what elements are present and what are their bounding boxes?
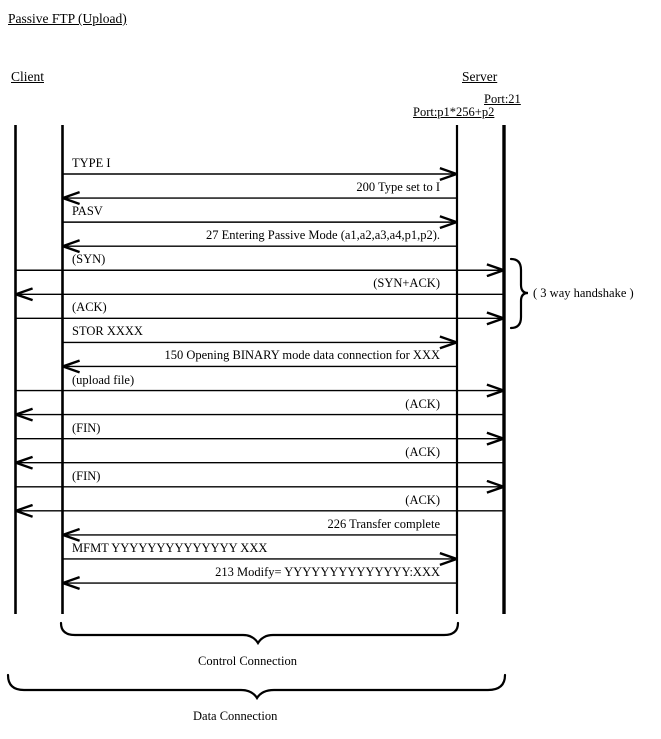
server-control-port-label: Port:21 <box>484 92 521 106</box>
message-label: 200 Type set to I <box>356 180 440 195</box>
message-label: STOR XXXX <box>72 324 143 339</box>
message-label: (ACK) <box>72 300 107 315</box>
message-label: (ACK) <box>405 444 440 459</box>
message-arrows <box>17 174 504 583</box>
message-label: 213 Modify= YYYYYYYYYYYYYY:XXX <box>215 565 440 580</box>
message-label: (SYN) <box>72 252 106 267</box>
message-label: (upload file) <box>72 372 135 387</box>
handshake-annotation: ( 3 way handshake ) <box>533 286 634 300</box>
message-label: 27 Entering Passive Mode (a1,a2,a3,a4,p1… <box>206 228 440 243</box>
message-label: MFMT YYYYYYYYYYYYYY XXX <box>72 540 268 555</box>
server-data-port-label: Port:p1*256+p2 <box>413 105 495 119</box>
message-label: TYPE I <box>72 156 111 170</box>
message-label: PASV <box>72 204 103 219</box>
message-label: (FIN) <box>72 420 101 435</box>
handshake-brace <box>509 257 529 330</box>
control-connection-brace <box>59 621 460 646</box>
data-connection-brace <box>6 673 507 701</box>
diagram-title: Passive FTP (Upload) <box>8 11 127 26</box>
message-label: (FIN) <box>72 468 101 483</box>
message-label: 150 Opening BINARY mode data connection … <box>164 348 440 363</box>
message-label: (ACK) <box>405 492 440 507</box>
message-label: 226 Transfer complete <box>327 516 440 531</box>
client-label: Client <box>11 69 44 84</box>
data-connection-label: Data Connection <box>193 709 278 723</box>
server-label: Server <box>462 69 498 84</box>
control-connection-label: Control Connection <box>198 654 297 668</box>
message-label: (ACK) <box>405 396 440 411</box>
message-label: (SYN+ACK) <box>373 276 440 291</box>
